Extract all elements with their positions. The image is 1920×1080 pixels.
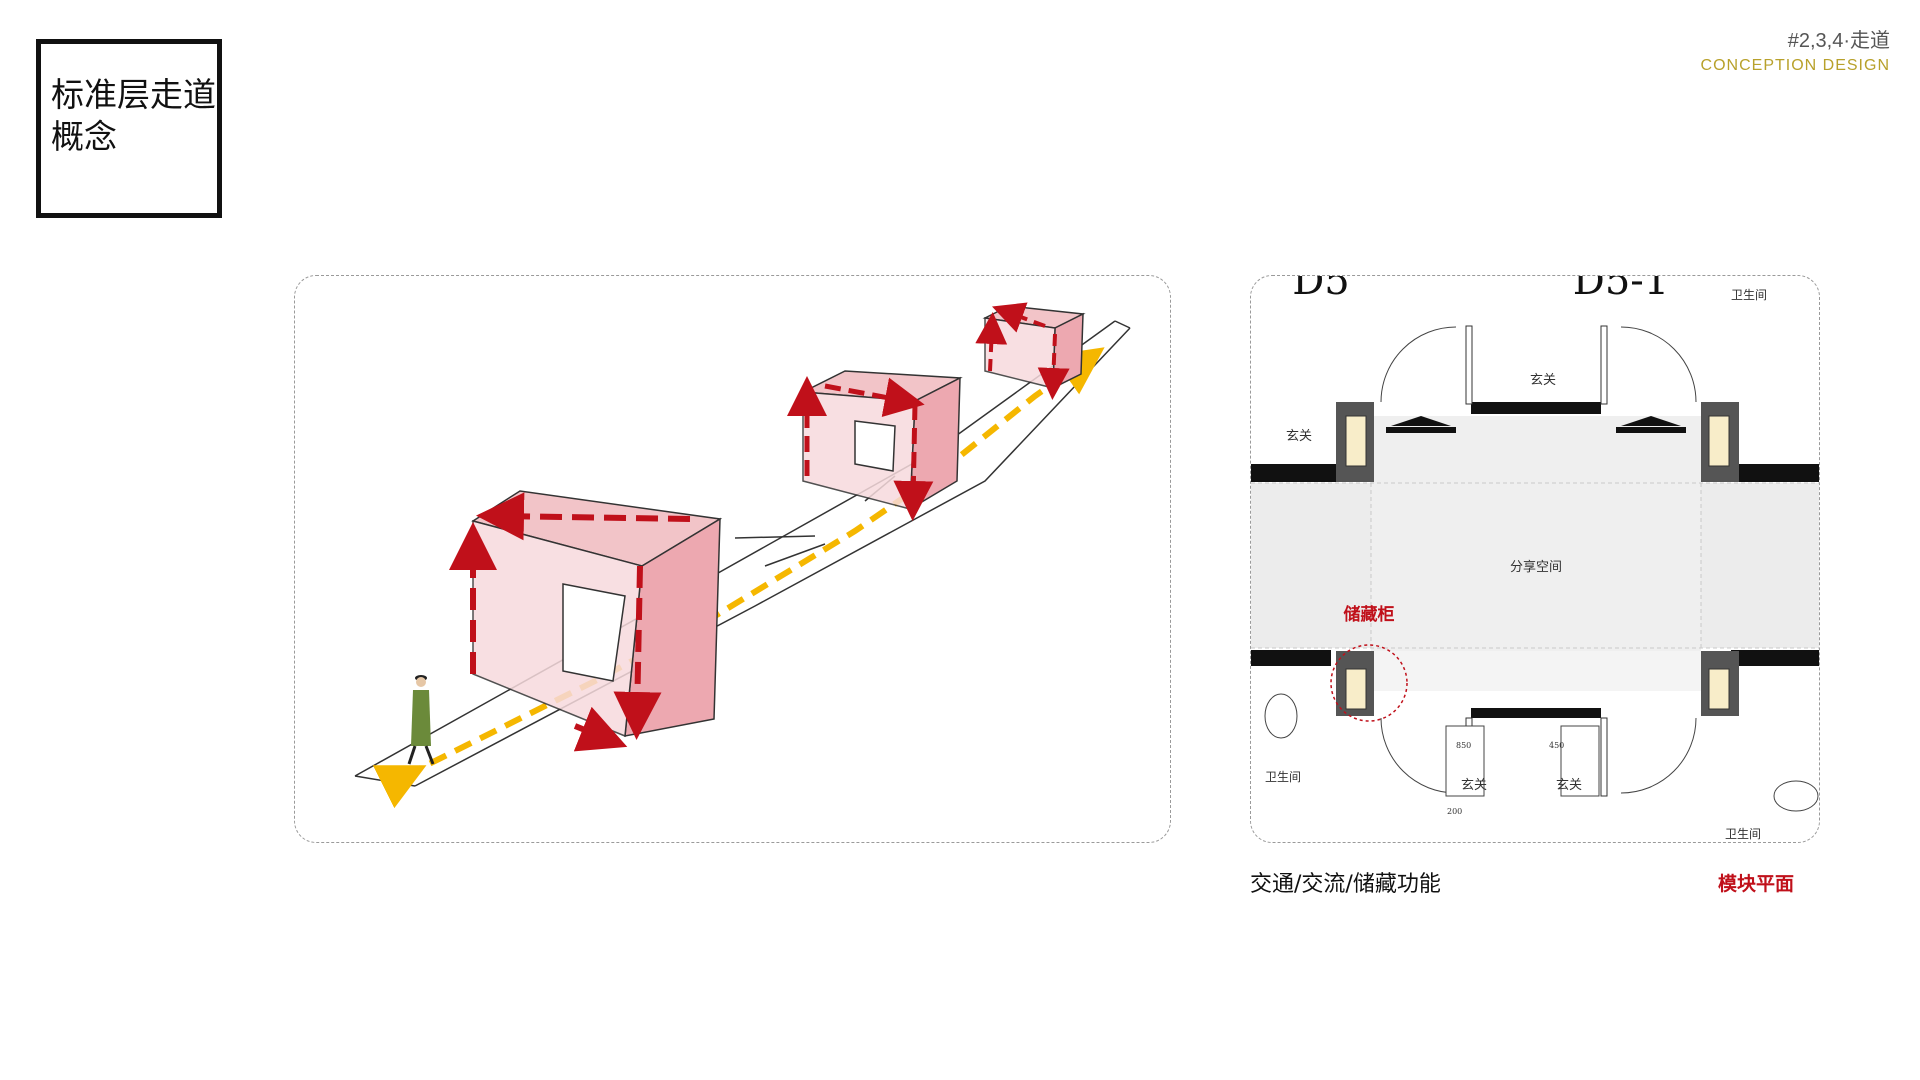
dim-450: 450 (1549, 741, 1564, 750)
label-shared-space: 分享空间 (1510, 559, 1562, 575)
module-plan-panel: 玄关 玄关 玄关 玄关 分享空间 卫生间 卫生间 卫生间 D5 D5-1 850… (1250, 275, 1820, 843)
section-tag: #2,3,4·走道 (1787, 30, 1890, 52)
caption-functions: 交通/交流/储藏功能 (1250, 872, 1441, 897)
caption-module-plan: 模块平面 (1718, 873, 1795, 895)
concept-sketch-panel (294, 275, 1171, 843)
storage-highlight-circle (1330, 644, 1408, 722)
label-foyer-bottom-left: 玄关 (1461, 778, 1487, 793)
plan-walls (1251, 402, 1819, 718)
label-foyer-bottom-right: 玄关 (1556, 778, 1582, 793)
walking-person-figure (407, 675, 435, 765)
label-foyer-left: 玄关 (1286, 429, 1312, 444)
dim-850: 850 (1456, 741, 1471, 750)
unit-label-left: D5 (1292, 276, 1350, 304)
label-foyer-top: 玄关 (1530, 373, 1556, 388)
storage-label: 储藏柜 (1344, 604, 1395, 625)
page-title-line-1: 标准层走道 (51, 75, 216, 114)
label-bathroom-bottom-left: 卫生间 (1265, 770, 1301, 784)
page-title-line-2: 概念 (51, 117, 117, 156)
module-floor-plan: 玄关 玄关 玄关 玄关 分享空间 卫生间 卫生间 卫生间 D5 D5-1 850… (1251, 276, 1819, 841)
floor-strip (354, 320, 1131, 787)
storage-cabinet (1345, 415, 1730, 710)
module-box-medium (800, 370, 963, 511)
label-bathroom-top-right: 卫生间 (1731, 288, 1767, 302)
header-right: #2,3,4·走道 CONCEPTION DESIGN (1701, 24, 1890, 75)
title-box: 标准层走道 概念 (36, 39, 222, 218)
label-bathroom-bottom-right: 卫生间 (1725, 827, 1761, 841)
module-box-large (471, 490, 723, 738)
module-box-small (982, 305, 1086, 390)
section-subtitle: CONCEPTION DESIGN (1700, 57, 1890, 74)
entry-arrow-icons (1386, 416, 1686, 433)
unit-label-right: D5-1 (1573, 276, 1669, 304)
corridor-sketch (354, 302, 1131, 809)
dim-200: 200 (1447, 807, 1462, 816)
